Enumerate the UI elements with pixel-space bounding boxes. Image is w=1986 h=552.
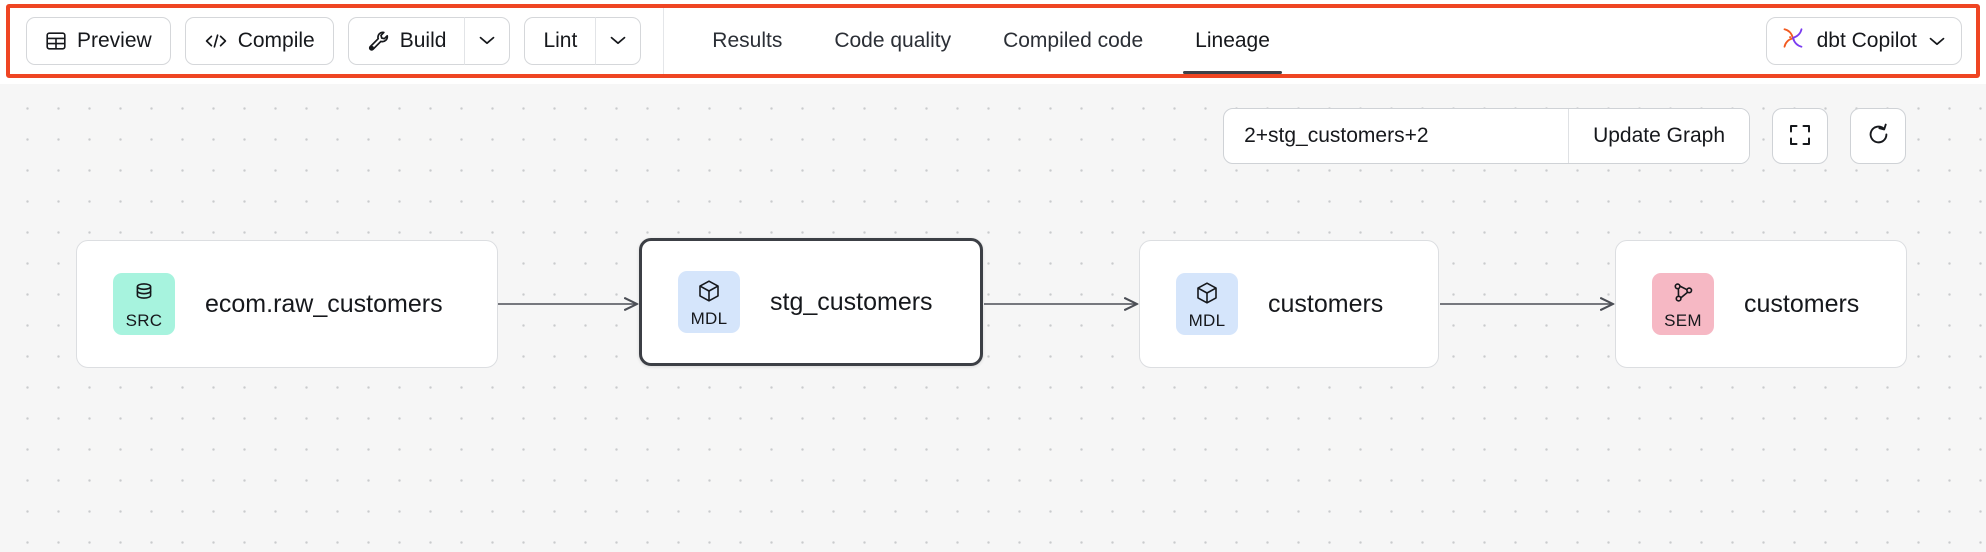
tab-code-quality[interactable]: Code quality	[808, 8, 977, 74]
cube-icon	[1194, 280, 1220, 311]
lineage-node-raw-customers[interactable]: SRC ecom.raw_customers	[76, 240, 498, 368]
lineage-node-customers-model[interactable]: MDL customers	[1139, 240, 1439, 368]
build-split-button: Build	[347, 17, 511, 65]
tab-compiled-code[interactable]: Compiled code	[977, 8, 1169, 74]
node-selector-group: Update Graph	[1223, 108, 1750, 164]
node-type-label: MDL	[690, 308, 728, 328]
lineage-node-customers-semantic[interactable]: SEM customers	[1615, 240, 1907, 368]
database-icon	[131, 280, 157, 311]
lint-split-button: Lint	[524, 17, 642, 65]
chevron-down-icon	[609, 34, 627, 49]
table-icon	[45, 30, 67, 52]
build-button[interactable]: Build	[347, 17, 465, 65]
node-type-badge-mdl: MDL	[1176, 273, 1238, 335]
node-title: customers	[1268, 289, 1384, 318]
node-type-label: SRC	[125, 310, 163, 330]
tab-compiled-code-label: Compiled code	[1003, 29, 1144, 52]
toolbar-divider	[663, 8, 665, 74]
update-graph-button[interactable]: Update Graph	[1568, 109, 1749, 163]
tab-results-label: Results	[712, 29, 783, 52]
dbt-copilot-button[interactable]: dbt Copilot	[1765, 17, 1962, 65]
lint-button[interactable]: Lint	[524, 17, 596, 65]
build-dropdown-toggle[interactable]	[464, 17, 511, 65]
lint-label: Lint	[543, 29, 578, 52]
dbt-copilot-label: dbt Copilot	[1816, 29, 1917, 52]
refresh-button[interactable]	[1850, 108, 1906, 164]
fit-view-button[interactable]	[1772, 108, 1828, 164]
result-tabs: Results Code quality Compiled code Linea…	[686, 8, 1296, 74]
tab-results[interactable]: Results	[686, 8, 808, 74]
build-label: Build	[399, 29, 447, 52]
toolbar: Preview Compile	[10, 8, 1976, 74]
lineage-edges	[498, 84, 1986, 552]
preview-button[interactable]: Preview	[26, 17, 171, 65]
node-type-badge-mdl: MDL	[678, 271, 740, 333]
node-title: stg_customers	[770, 287, 933, 316]
refresh-icon	[1866, 122, 1891, 150]
tab-lineage-label: Lineage	[1195, 29, 1270, 52]
node-type-badge-sem: SEM	[1652, 273, 1714, 335]
graph-controls: Update Graph	[1223, 108, 1906, 164]
tab-code-quality-label: Code quality	[834, 29, 952, 52]
lint-dropdown-toggle[interactable]	[595, 17, 642, 65]
wrench-icon	[367, 30, 390, 53]
compile-button[interactable]: Compile	[184, 17, 334, 65]
annotated-toolbar: Preview Compile	[6, 4, 1980, 78]
chevron-down-icon	[478, 34, 496, 49]
code-icon	[204, 31, 228, 51]
fullscreen-icon	[1788, 123, 1812, 150]
node-type-badge-src: SRC	[113, 273, 175, 335]
node-selector-input[interactable]	[1224, 109, 1569, 163]
node-title: ecom.raw_customers	[205, 289, 443, 318]
dbt-copilot-icon	[1780, 25, 1806, 57]
compile-label: Compile	[237, 29, 315, 52]
node-type-label: MDL	[1188, 310, 1226, 330]
semantic-graph-icon	[1670, 280, 1696, 311]
node-type-label: SEM	[1664, 310, 1702, 330]
tab-lineage[interactable]: Lineage	[1169, 8, 1296, 74]
chevron-down-icon	[1928, 29, 1946, 53]
preview-label: Preview	[77, 29, 152, 52]
lineage-node-stg-customers[interactable]: MDL stg_customers	[639, 238, 983, 366]
cube-icon	[696, 278, 722, 309]
node-title: customers	[1744, 289, 1860, 318]
